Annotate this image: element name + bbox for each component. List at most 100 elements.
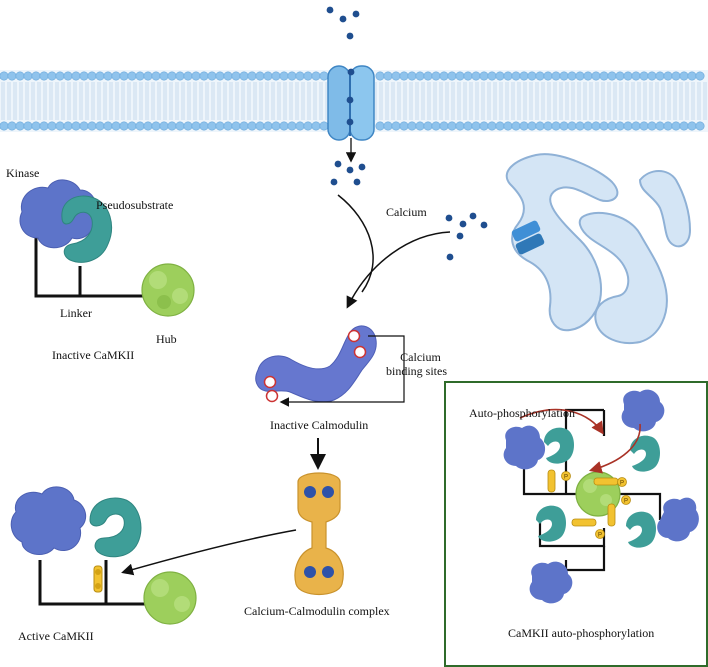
membrane-head [391, 121, 401, 131]
membrane-head [47, 121, 57, 131]
membrane-head [303, 71, 313, 81]
membrane-head [471, 71, 481, 81]
calcium-ion [346, 96, 354, 104]
membrane-head [295, 71, 305, 81]
calcium-binding-sites-line1: Calcium [400, 350, 441, 364]
membrane-head [71, 71, 81, 81]
membrane-head [15, 121, 25, 131]
membrane-head [407, 121, 417, 131]
membrane-head [647, 71, 657, 81]
membrane-head [679, 121, 689, 131]
calcium-path-arrow [337, 194, 374, 293]
panel-pseudo-right [630, 435, 660, 472]
membrane-head [671, 121, 681, 131]
membrane-head [383, 71, 393, 81]
membrane-head [551, 121, 561, 131]
calcium-channel [327, 65, 375, 141]
membrane-head [311, 71, 321, 81]
panel-kinase-topright [621, 389, 665, 432]
membrane-head [695, 121, 705, 131]
membrane-head [415, 71, 425, 81]
active-hub-domain [143, 571, 197, 625]
linker-label: Linker [60, 306, 92, 320]
calcium-calmodulin-complex [294, 472, 344, 595]
membrane-head [383, 121, 393, 131]
membrane-head [559, 71, 569, 81]
membrane-head [263, 121, 273, 131]
phosphate-label-2: P [564, 475, 568, 481]
active-camkii-label: Active CaMKII [18, 629, 94, 643]
membrane-head [87, 121, 97, 131]
membrane-head [119, 71, 129, 81]
calcium-ion [480, 221, 488, 229]
membrane-head [63, 121, 73, 131]
membrane-head [239, 71, 249, 81]
membrane-head [399, 121, 409, 131]
membrane-head [119, 121, 129, 131]
membrane-head [543, 71, 553, 81]
membrane-head [559, 121, 569, 131]
auto-phosphorylation-panel: P P P P [444, 381, 708, 667]
membrane-head [223, 71, 233, 81]
membrane-head [511, 71, 521, 81]
membrane-head [143, 71, 153, 81]
membrane-head [255, 71, 265, 81]
calcium-ion [353, 178, 361, 186]
membrane-head [279, 71, 289, 81]
membrane-head [391, 71, 401, 81]
endoplasmic-reticulum [505, 153, 692, 344]
membrane-head [279, 121, 289, 131]
membrane-head [15, 71, 25, 81]
inactive-calmodulin [255, 325, 377, 403]
membrane-head [543, 121, 553, 131]
membrane-head [647, 121, 657, 131]
membrane-head [31, 71, 41, 81]
kinase-label: Kinase [6, 166, 40, 180]
membrane-head [655, 121, 665, 131]
membrane-head [535, 71, 545, 81]
membrane-head [447, 71, 457, 81]
membrane-head [487, 71, 497, 81]
membrane-head [431, 121, 441, 131]
membrane-head [63, 71, 73, 81]
camkii-auto-phosphorylation-label: CaMKII auto-phosphorylation [508, 626, 655, 640]
membrane-head [447, 121, 457, 131]
membrane-head [23, 71, 33, 81]
membrane-head [151, 71, 161, 81]
kinase-domain [19, 179, 96, 249]
pseudosubstrate-label: Pseudosubstrate [96, 198, 174, 212]
membrane-head [71, 121, 81, 131]
inactive-calmodulin-label: Inactive Calmodulin [270, 418, 369, 432]
membrane-head [575, 71, 585, 81]
membrane-head [31, 121, 41, 131]
membrane-head [215, 71, 225, 81]
membrane-head [479, 121, 489, 131]
er-calcium-arrow [346, 231, 451, 309]
calcium-ion [346, 166, 354, 174]
membrane-head [551, 71, 561, 81]
membrane-head [527, 71, 537, 81]
membrane-head [183, 71, 193, 81]
calcium-ion [326, 6, 334, 14]
membrane-head [271, 121, 281, 131]
membrane-head [631, 121, 641, 131]
membrane-head [455, 71, 465, 81]
membrane-head [487, 121, 497, 131]
membrane-head [455, 121, 465, 131]
membrane-head [431, 71, 441, 81]
membrane-head [135, 121, 145, 131]
membrane-head [55, 121, 65, 131]
membrane-head [159, 121, 169, 131]
membrane-head [655, 71, 665, 81]
membrane-head [295, 121, 305, 131]
membrane-head [495, 71, 505, 81]
calcium-ion [352, 10, 360, 18]
phosphate-label-4: P [624, 499, 628, 505]
membrane-head [567, 121, 577, 131]
membrane-head [7, 121, 17, 131]
membrane-head [183, 121, 193, 131]
membrane-head [39, 71, 49, 81]
membrane-head [663, 71, 673, 81]
membrane-head [623, 71, 633, 81]
